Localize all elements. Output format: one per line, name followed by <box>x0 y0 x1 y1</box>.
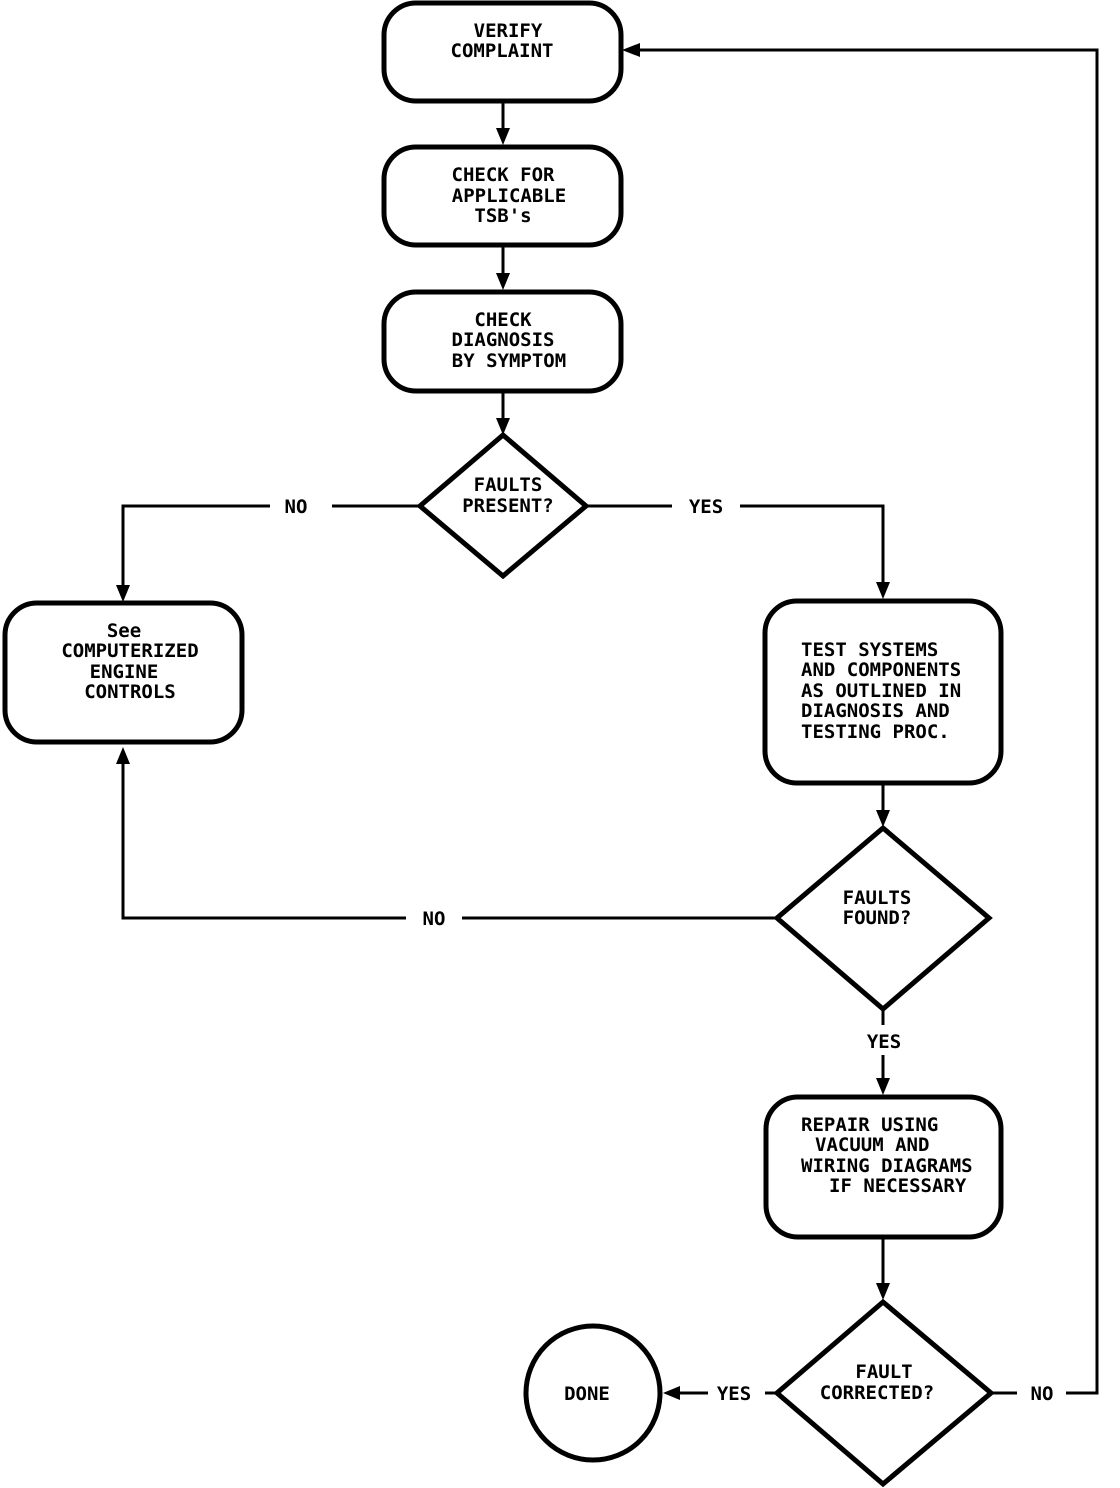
found-yes-label: YES <box>867 1031 901 1053</box>
test-systems-line-5: TESTING PROC. <box>801 721 950 743</box>
symptom-line-1: CHECK <box>474 309 532 331</box>
tsb-line-3: TSB's <box>474 205 531 227</box>
faults-found-line-1: FAULTS <box>843 887 912 909</box>
symptom-line-2: DIAGNOSIS <box>452 329 555 351</box>
repair-box <box>763 1094 1004 1240</box>
faults-found-line-2: FOUND? <box>843 907 912 929</box>
symptom-line-3: BY SYMPTOM <box>452 350 566 372</box>
arrowhead <box>876 1078 890 1095</box>
check-diagnosis-box <box>381 289 624 394</box>
done-label: DONE <box>564 1383 610 1405</box>
repair-line-1: REPAIR USING <box>801 1114 938 1136</box>
test-systems-box <box>762 598 1004 786</box>
faults-present-decision <box>416 431 590 580</box>
edge-corrected-no-line-b <box>638 48 1099 1395</box>
arrowhead <box>876 810 890 827</box>
test-systems-line-1: TEST SYSTEMS <box>801 639 938 661</box>
arrowhead <box>496 128 510 145</box>
edge-found-no-line-b <box>121 762 406 920</box>
test-systems-line-2: AND COMPONENTS <box>801 659 961 681</box>
verify-complaint-box <box>381 0 624 104</box>
faults-present-line-2: PRESENT? <box>462 495 554 517</box>
arrowhead <box>876 1283 890 1300</box>
corrected-no-label: NO <box>1031 1383 1054 1405</box>
tsb-line-2: APPLICABLE <box>452 185 566 207</box>
see-controls-box <box>2 600 245 745</box>
repair-line-3: WIRING DIAGRAMS <box>801 1155 973 1177</box>
verify-line-1: VERIFY <box>474 20 543 42</box>
faults-present-line-1: FAULTS <box>474 474 543 496</box>
arrowhead <box>876 582 890 599</box>
see-controls-line-4: CONTROLS <box>84 681 176 703</box>
faults-found-decision <box>773 824 993 1013</box>
edge-present-no-line-b <box>121 504 270 588</box>
fault-corrected-line-2: CORRECTED? <box>820 1382 934 1404</box>
see-controls-line-1: See <box>107 620 141 642</box>
present-yes-label: YES <box>689 496 723 518</box>
test-systems-line-4: DIAGNOSIS AND <box>801 700 950 722</box>
see-controls-line-3: ENGINE <box>90 661 159 683</box>
test-systems-line-3: AS OUTLINED IN <box>801 680 961 702</box>
found-no-label: NO <box>423 908 446 930</box>
tsb-line-1: CHECK FOR <box>452 164 556 186</box>
present-no-label: NO <box>285 496 308 518</box>
see-controls-line-2: COMPUTERIZED <box>61 640 198 662</box>
arrowhead <box>496 418 510 435</box>
arrowhead <box>663 1386 680 1400</box>
edge-present-yes-line-b <box>740 504 885 584</box>
verify-line-2: COMPLAINT <box>451 40 554 62</box>
corrected-yes-label: YES <box>717 1383 751 1405</box>
fault-corrected-decision <box>773 1298 995 1488</box>
arrowhead <box>622 43 640 57</box>
arrowhead <box>496 273 510 290</box>
done-terminal <box>523 1323 663 1463</box>
arrowhead <box>116 747 130 764</box>
check-tsb-box <box>381 144 624 248</box>
fault-corrected-line-1: FAULT <box>855 1361 912 1383</box>
repair-line-4: IF NECESSARY <box>829 1175 967 1197</box>
arrowhead <box>116 585 130 602</box>
repair-line-2: VACUUM AND <box>815 1134 929 1156</box>
